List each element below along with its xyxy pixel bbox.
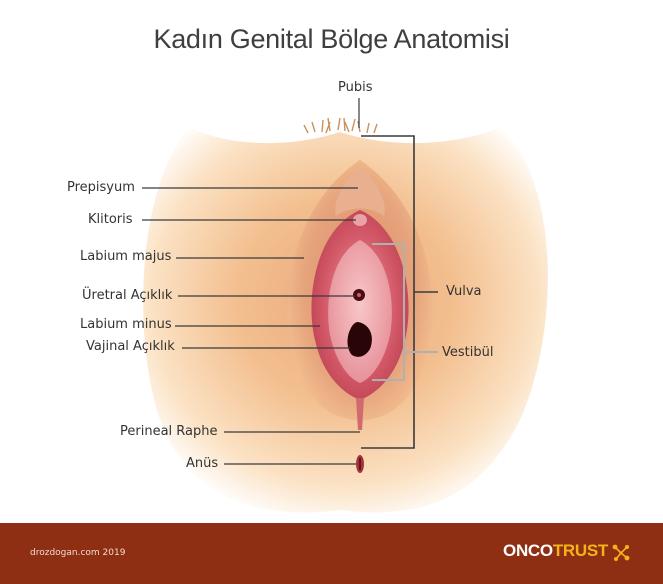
label-prepisyum: Prepisyum	[67, 180, 135, 195]
clitoris-shape	[353, 214, 367, 226]
molecule-icon	[612, 544, 630, 561]
perineum-shape	[356, 398, 364, 430]
label-klitoris: Klitoris	[88, 212, 133, 227]
anatomy-figure	[142, 98, 548, 513]
brand-logo-part1: ONCO	[503, 541, 553, 560]
brand-logo-part2: TRUST	[552, 541, 608, 560]
label-vulva: Vulva	[446, 284, 482, 299]
label-perineal: Perineal Raphe	[120, 424, 218, 439]
leader-lines	[142, 98, 360, 465]
label-labium-majus: Labium majus	[80, 249, 172, 264]
vaginal-opening	[347, 322, 372, 357]
vulva-bracket	[361, 135, 438, 449]
label-vestibul: Vestibül	[442, 345, 494, 360]
label-uretral: Üretral Açıklık	[82, 288, 173, 303]
prepuce-shape	[335, 168, 385, 216]
label-vajinal: Vajinal Açıklık	[86, 339, 175, 354]
brand-logo: ONCOTRUST	[503, 541, 626, 561]
pubic-hair	[303, 117, 378, 134]
vestibule-shape	[328, 240, 392, 383]
page-title: Kadın Genital Bölge Anatomisi	[153, 24, 510, 54]
credit-text: drozdogan.com 2019	[30, 548, 126, 558]
label-anus: Anüs	[186, 456, 219, 471]
vestibule-bracket	[372, 243, 438, 381]
label-pubis: Pubis	[338, 80, 373, 95]
label-labium-minus: Labium minus	[80, 317, 172, 332]
footer-bar: drozdogan.com 2019 ONCOTRUST	[0, 523, 663, 584]
